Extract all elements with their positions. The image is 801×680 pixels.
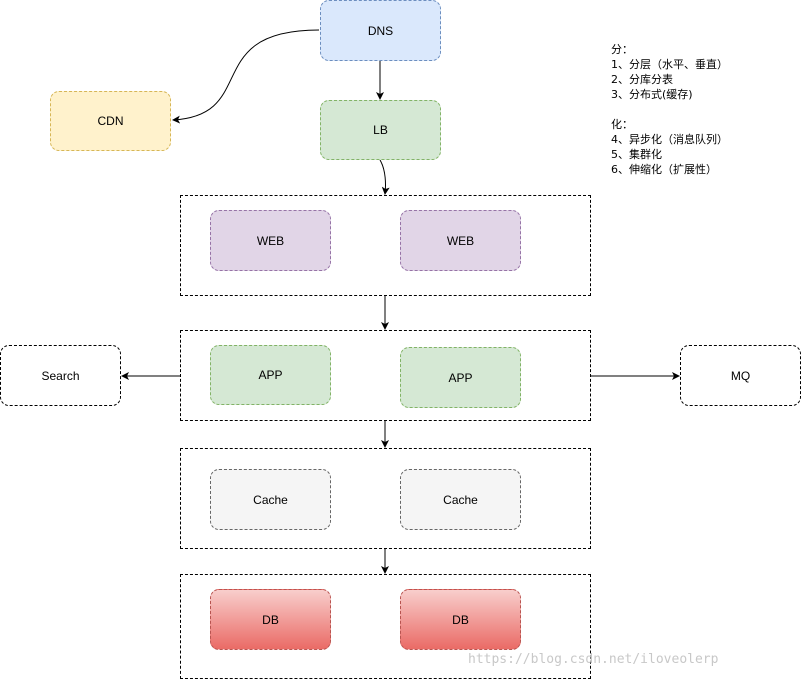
ize-item-6: 6、伸缩化（扩展性） [611,163,717,176]
web-tier-group [180,195,591,296]
app-tier-group [180,330,591,421]
notes-spacer [611,102,728,117]
app-node-1[interactable]: APP [210,345,331,405]
lb-node[interactable]: LB [320,100,441,160]
edge-lb-web [379,159,390,195]
db-tier-group [180,574,591,679]
cdn-node[interactable]: CDN [50,91,171,151]
split-item-2: 2、分库分表 [611,73,673,86]
split-item-1: 1、分层（水平、垂直） [611,58,728,71]
cache-node-2[interactable]: Cache [400,469,521,530]
web-node-2[interactable]: WEB [400,210,521,271]
cache-node-1[interactable]: Cache [210,469,331,530]
mq-node[interactable]: MQ [680,345,801,406]
split-item-3: 3、分布式(缓存) [611,88,693,101]
cache-tier-group [180,448,591,549]
db-node-2[interactable]: DB [400,589,521,650]
search-node[interactable]: Search [0,345,121,406]
web-node-1[interactable]: WEB [210,210,331,271]
ize-item-5: 5、集群化 [611,148,662,161]
db-node-1[interactable]: DB [210,589,331,650]
ize-item-4: 4、异步化（消息队列） [611,133,728,146]
split-title: 分： [611,43,633,56]
ize-title: 化： [611,118,633,131]
watermark-url: https://blog.csdn.net/iloveolerp [468,652,719,667]
notes-text-block: 分： 1、分层（水平、垂直） 2、分库分表 3、分布式(缓存) 化： 4、异步化… [611,42,728,177]
edge-dns-cdn [172,29,320,124]
app-node-2[interactable]: APP [400,347,521,408]
dns-node[interactable]: DNS [320,0,441,61]
